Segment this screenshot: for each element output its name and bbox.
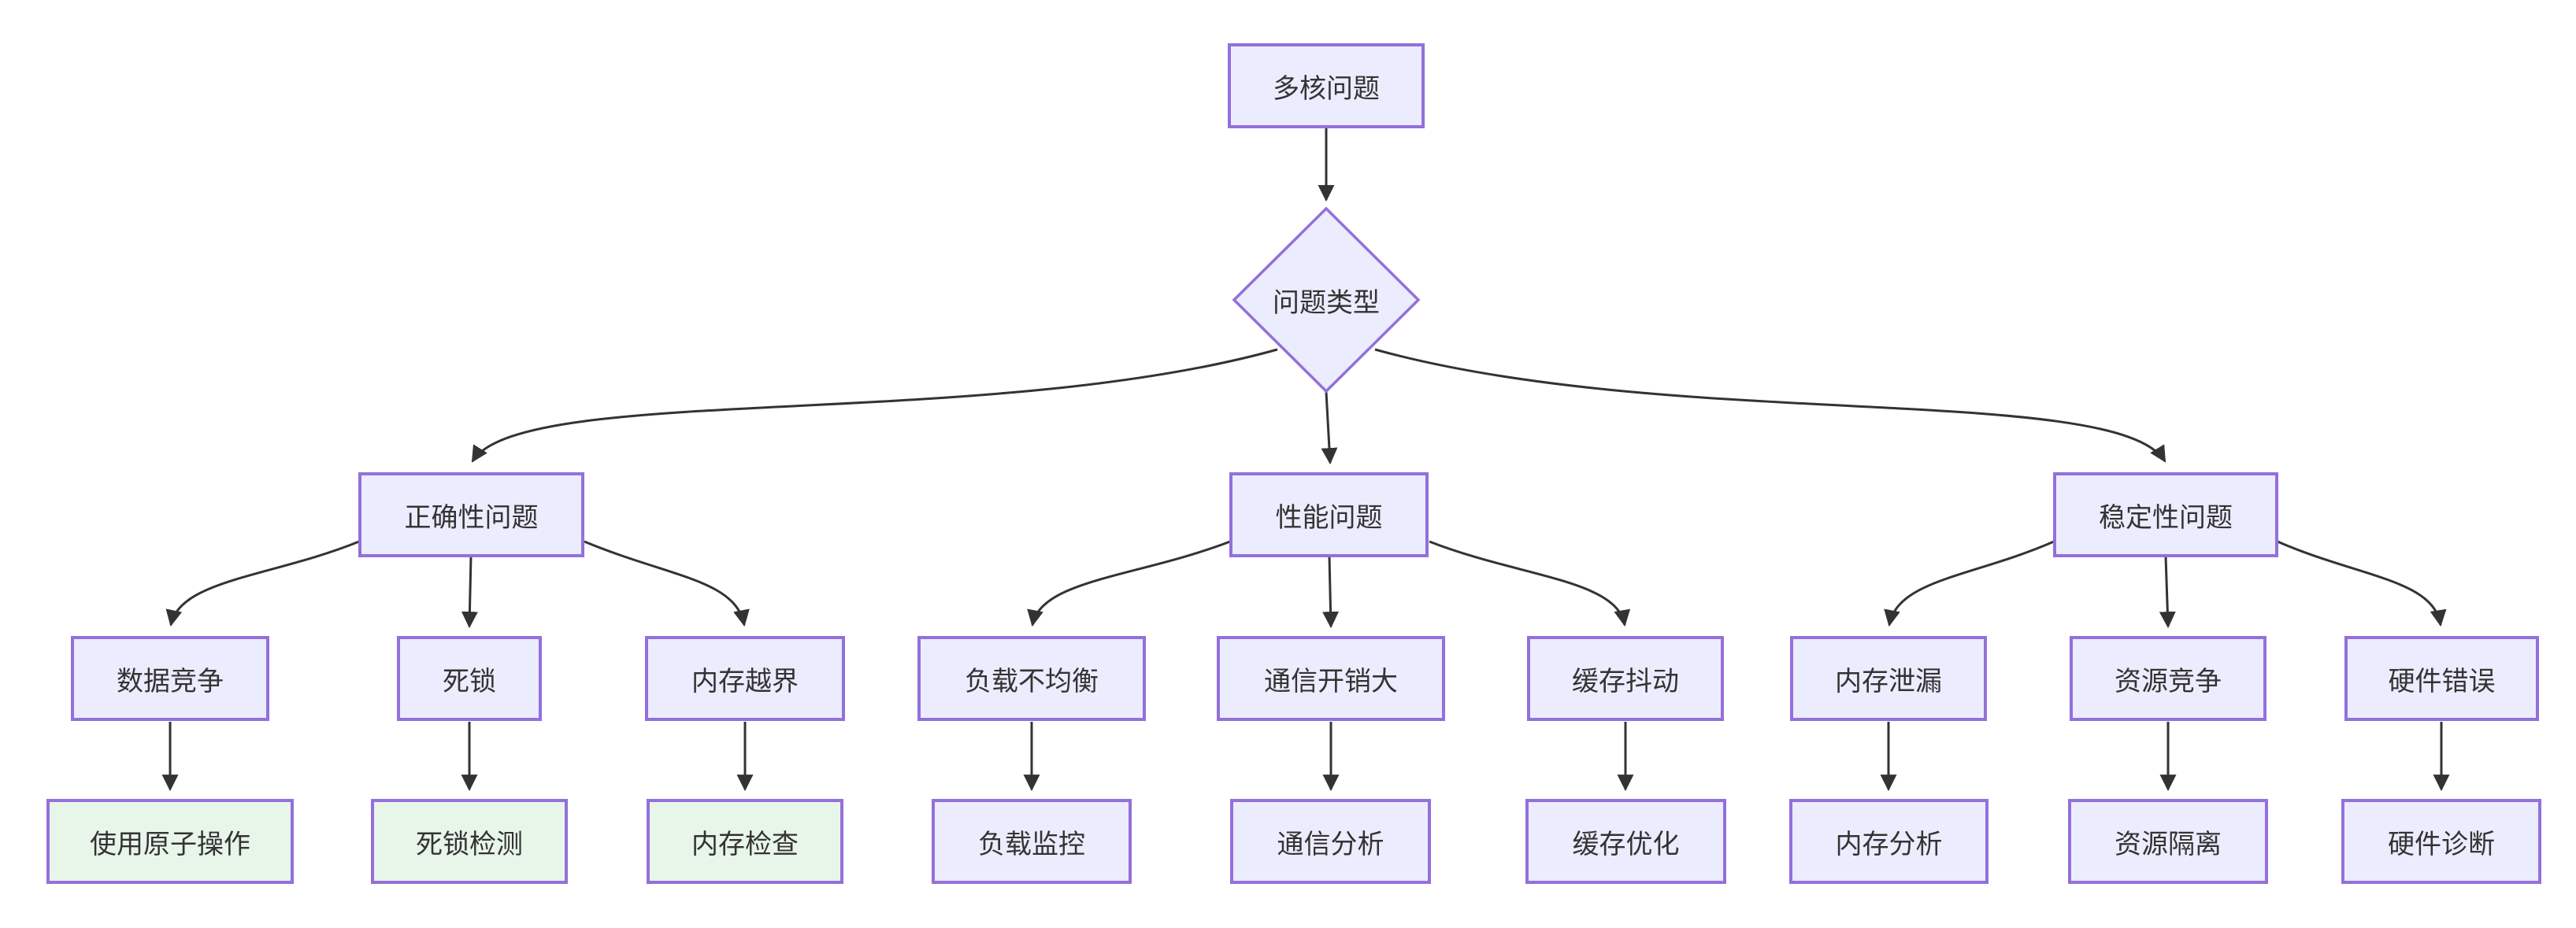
decision-diamond-shape [1232, 206, 1421, 394]
edge-correctness-data-race [165, 540, 360, 627]
node-communication-analysis: 通信分析 [1230, 799, 1431, 884]
node-memory-check: 内存检查 [647, 799, 843, 884]
edge-correctness-deadlock [461, 556, 478, 629]
node-stability-problems: 稳定性问题 [2053, 472, 2278, 557]
edge-decision-stability [1374, 348, 2166, 463]
node-cache-optimization: 缓存优化 [1525, 799, 1726, 884]
edge-decision-performance [1321, 391, 1338, 465]
edge-stability-hardware-error [2277, 540, 2447, 627]
node-use-atomic-operations: 使用原子操作 [46, 799, 294, 884]
node-memory-analysis: 内存分析 [1789, 799, 1989, 884]
edge-decision-correctness [471, 348, 1278, 463]
node-correctness-problems: 正确性问题 [358, 472, 584, 557]
edge-performance-cache-thrashing [1429, 540, 1631, 627]
node-data-race: 数据竞争 [71, 636, 269, 721]
edge-stability-resource-contention [2159, 556, 2176, 629]
node-cache-thrashing: 缓存抖动 [1527, 636, 1724, 721]
node-hardware-diagnosis: 硬件诊断 [2341, 799, 2541, 884]
node-resource-contention: 资源竞争 [2070, 636, 2267, 721]
edge-performance-comm-overhead [1322, 556, 1340, 629]
node-resource-isolation: 资源隔离 [2068, 799, 2268, 884]
node-multicore-problem: 多核问题 [1228, 43, 1425, 128]
edge-correctness-memory-oob [584, 540, 750, 627]
edge-stability-memory-leak [1884, 540, 2055, 627]
edge-performance-load-imbalance [1027, 540, 1231, 627]
node-load-monitoring: 负载监控 [932, 799, 1132, 884]
node-load-imbalance: 负载不均衡 [917, 636, 1146, 721]
node-deadlock-detection: 死锁检测 [371, 799, 568, 884]
node-hardware-error: 硬件错误 [2344, 636, 2539, 721]
node-deadlock: 死锁 [397, 636, 542, 721]
node-problem-type-decision: 问题类型 [1273, 287, 1380, 318]
node-performance-problems: 性能问题 [1229, 472, 1429, 557]
node-memory-out-of-bounds: 内存越界 [645, 636, 845, 721]
node-communication-overhead: 通信开销大 [1217, 636, 1445, 721]
node-memory-leak: 内存泄漏 [1790, 636, 1987, 721]
